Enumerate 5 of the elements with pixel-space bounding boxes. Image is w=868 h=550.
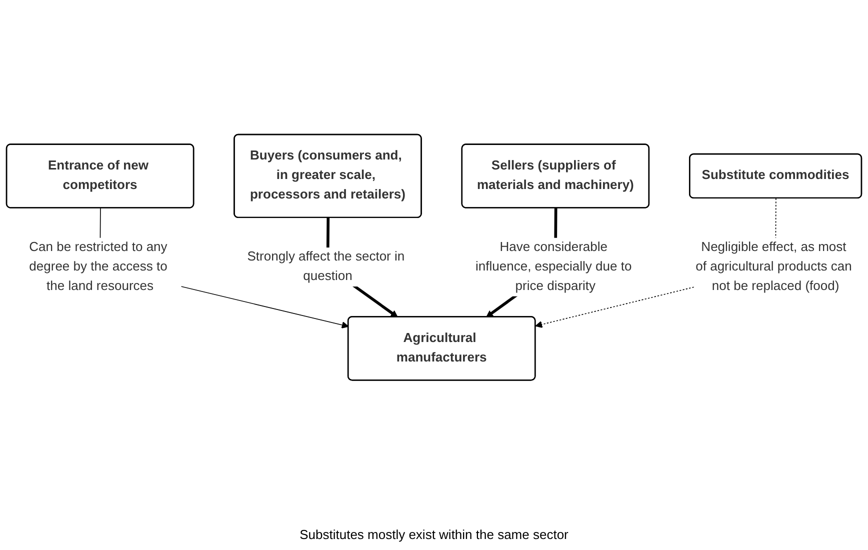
edge-label: Negligible effect, as most of agricultural products can not be replaced (food) [696,240,852,294]
note-text: Substitutes mostly exist within the same sector [298,527,570,542]
edge-label: Can be restricted to any degree by the access to the land resources [29,240,168,294]
edge-label: Strongly affect the sector in question [247,250,405,284]
edge-label: Have considerable influence, especially due to price disparity [475,240,632,294]
